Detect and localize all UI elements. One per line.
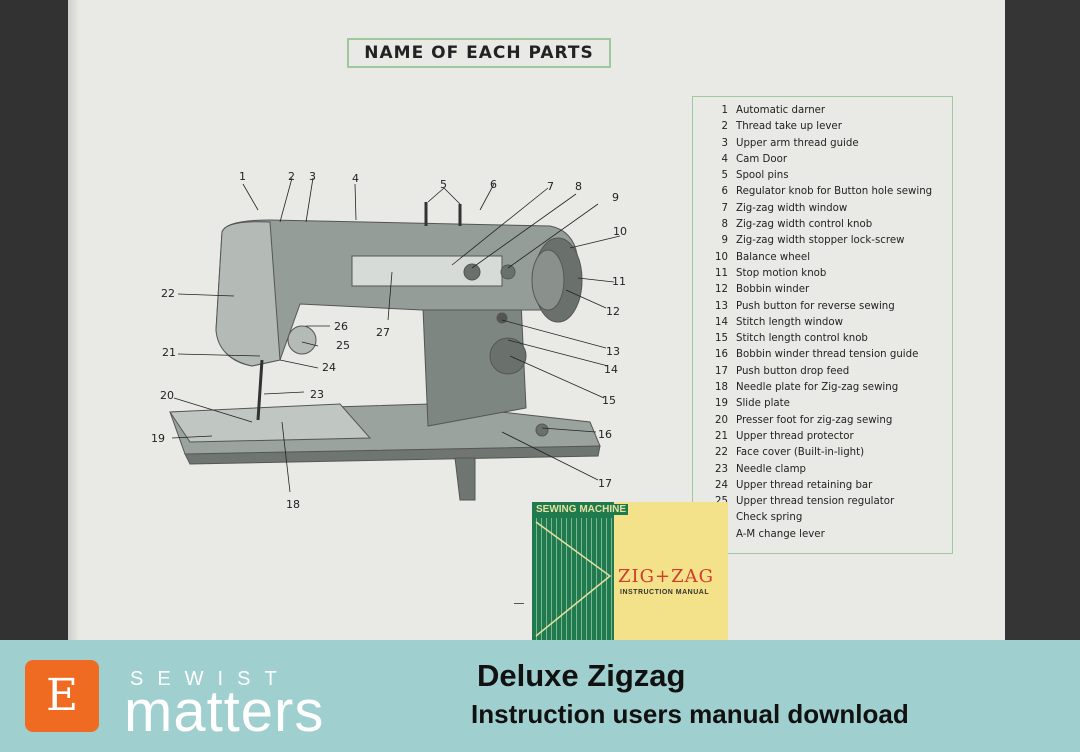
- callout-10: 10: [613, 225, 627, 238]
- callout-6: 6: [490, 178, 497, 191]
- footer-banner: [0, 640, 1080, 752]
- etsy-logo-letter: E: [45, 670, 79, 721]
- callout-24: 24: [322, 361, 336, 374]
- brand-name-top: SEWIST: [130, 668, 291, 690]
- callout-11: 11: [612, 275, 626, 288]
- parts-list-box: [692, 96, 953, 554]
- manual-cover-subtitle: INSTRUCTION MANUAL: [620, 589, 710, 596]
- parts-list-item: 25Upper thread tension regulator: [715, 496, 895, 508]
- manual-cover-stripes: [532, 518, 614, 640]
- manual-cover-arrow: [535, 521, 612, 637]
- page-dash: [514, 603, 524, 604]
- manual-cover-yellow-panel: [614, 502, 728, 640]
- callout-7: 7: [547, 180, 554, 193]
- sewing-machine-illustration: [169, 177, 621, 501]
- callout-25: 25: [336, 339, 350, 352]
- callout-17: 17: [598, 477, 612, 490]
- callout-3: 3: [309, 170, 316, 183]
- callout-16: 16: [598, 428, 612, 441]
- manual-cover-title: ZIG+ZAG: [618, 566, 714, 587]
- callout-15: 15: [602, 394, 616, 407]
- brand-name-main: matters: [124, 679, 325, 744]
- callout-12: 12: [606, 305, 620, 318]
- callout-22: 22: [161, 287, 175, 300]
- callout-14: 14: [604, 363, 618, 376]
- etsy-logo-icon: E: [25, 660, 99, 732]
- callout-1: 1: [239, 170, 246, 183]
- manual-cover-header: SEWING MACHINE: [534, 504, 628, 515]
- callout-4: 4: [352, 172, 359, 185]
- callout-20: 20: [160, 389, 174, 402]
- parts-list-item: Check spring: [736, 512, 803, 524]
- product-subtitle: Instruction users manual download: [471, 699, 909, 729]
- callout-2: 2: [288, 170, 295, 183]
- callout-5: 5: [440, 178, 447, 191]
- callout-9: 9: [612, 191, 619, 204]
- callout-27: 27: [376, 326, 390, 339]
- callout-26: 26: [334, 320, 348, 333]
- callout-23: 23: [310, 388, 324, 401]
- callout-18: 18: [286, 498, 300, 511]
- manual-cover-image: SEWING MACHINE ZIG+ZAG INSTRUCTION MANUA…: [532, 502, 728, 640]
- callout-21: 21: [162, 346, 176, 359]
- callout-8: 8: [575, 180, 582, 193]
- page-title: NAME OF EACH PARTS: [347, 38, 611, 68]
- page-edge: [1005, 0, 1080, 640]
- parts-list-item: A-M change lever: [736, 528, 825, 540]
- callout-13: 13: [606, 345, 620, 358]
- product-title: Deluxe Zigzag: [477, 658, 686, 693]
- callout-19: 19: [151, 432, 165, 445]
